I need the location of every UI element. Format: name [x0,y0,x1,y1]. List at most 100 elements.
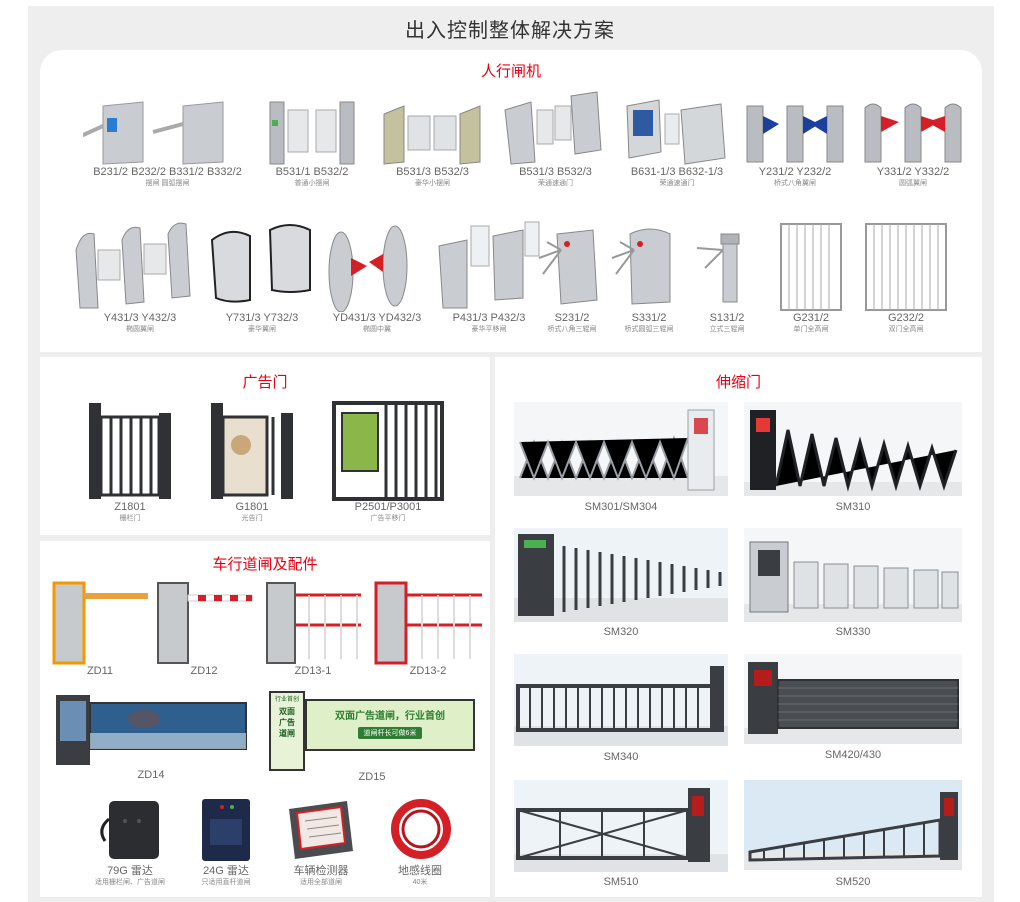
product-model: S231/2 [554,312,590,324]
product-desc: 豪华小摆闸 [415,180,450,187]
turnstile-image [75,222,191,309]
product-card: S231/2 桥式八角三辊闸 [536,220,608,334]
product-model: B531/1 B532/2 [275,166,349,178]
ad-headline: 双面广告道闸，行业首创 [335,711,445,722]
retractable-gate-image [514,402,728,496]
product-model: Y431/3 Y432/3 [103,312,177,324]
product-model: B531/3 B532/3 [519,166,592,178]
product-desc: 双门全高闸 [888,326,924,333]
turnstile-image [746,105,844,163]
product-model: ZD12 [190,665,218,677]
ad-side-panel: 行业首创 双面 广告 道闸 [269,691,305,771]
product-desc: 广告平移门 [370,515,406,522]
product-model: P2501/P3001 [354,501,422,513]
turnstile-image [780,223,842,311]
product-desc: 荣通速通门 [659,180,695,187]
ad-subline: 道闸杆长可做6米 [357,727,423,739]
gate-image [332,401,444,501]
product-card: P2501/P3001 广告平移门 [328,399,448,523]
retractable-gate-image [744,528,962,622]
ad-banner: 双面广告道闸，行业首创 道闸杆长可做6米 [305,699,475,751]
product-desc: 普通小摆闸 [294,180,330,187]
barrier-image [374,581,482,665]
product-card: ZD14 [54,693,248,782]
product-card: Y231/2 Y232/2 桥式八角翼闸 [740,96,850,188]
turnstile-image [269,101,355,165]
product-model: B531/3 B532/3 [396,166,469,178]
turnstile-image [864,103,962,163]
retractable-gate-image [514,654,728,746]
gate-model-label: SM420/430 [824,749,882,761]
radar-79g-image [100,801,159,859]
page-title: 出入控制整体解决方案 [405,20,615,42]
product-card: P431/3 P432/3 豪华平移闸 [434,220,544,334]
product-desc: 桥式圆弧三辊闸 [624,326,674,333]
product-model: B631-1/3 B632-1/3 [630,166,724,178]
vehicle-section-title: 车行道闸及配件 [212,556,318,573]
barrier-image [266,582,361,664]
accessory-model: 车辆检测器 [293,865,349,877]
product-card: ZD11 [50,579,150,678]
product-desc: 立式三辊闸 [709,326,745,333]
product-desc: 豪华翼闸 [248,326,276,333]
retractable-gate-image [744,402,962,496]
product-model: B231/2 B232/2 B331/2 B332/2 [93,166,242,178]
accessory-model: 24G 雷达 [203,865,249,877]
accessory-card: 地感线圈 40米 [380,795,460,887]
product-desc: 光告门 [241,515,263,522]
product-desc: 桥式八角三辊闸 [547,326,597,333]
accessory-model: 地感线圈 [398,865,442,877]
retractable-gate-image [514,780,728,872]
product-card: YD431/3 YD432/3 椭圆中翼 [322,220,432,334]
gate-image [211,403,293,499]
product-model: YD431/3 YD432/3 [332,312,422,324]
product-card: G231/2 单门全高闸 [770,222,852,334]
turnstile-image [865,223,947,311]
gate-model-label: SM320 [603,626,639,638]
product-model: P431/3 P432/3 [452,312,526,324]
accessory-desc: 适用全部道闸 [300,879,342,886]
accessory-desc: 适用栅栏闸、广告道闸 [95,879,165,886]
product-model: S331/2 [631,312,667,324]
retractable-gate-image [744,780,962,870]
retractable-section-title: 伸缩门 [715,374,761,391]
gate-model-label: SM330 [835,626,871,638]
turnstile-image [611,228,671,305]
ad-barrier-image: 行业首创 双面 广告 道闸 双面广告道闸，行业首创 道闸杆长可做6米 [269,691,475,771]
advert-section-title: 广告门 [242,374,288,391]
product-desc: 摆闸 圆弧摆闸 [145,180,190,187]
turnstile-image [503,91,602,165]
product-model: S131/2 [709,312,745,324]
product-card: Y331/2 Y332/2 圆弧翼闸 [858,96,968,188]
ad-side-line: 双面 [279,707,295,716]
product-desc: 桥式八角翼闸 [774,180,816,187]
ad-side-line: 广告 [279,718,295,727]
gate-model-label: SM520 [835,876,871,888]
product-card: Y731/3 Y732/3 豪华翼闸 [208,220,316,334]
product-desc: 栅栏门 [119,515,141,522]
product-model: Y731/3 Y732/3 [225,312,299,324]
product-model: ZD11 [86,665,114,677]
turnstile-image [82,101,223,165]
accessory-card: 24G 雷达 只适用直杆道闸 [184,795,268,887]
turnstile-image [328,225,408,312]
loop-coil-image [391,799,451,859]
gate-model-label: SM340 [603,751,639,763]
turnstile-image [210,224,311,303]
product-card: 行业首创 双面 广告 道闸 双面广告道闸，行业首创 道闸杆长可做6米 ZD15 [268,691,476,784]
product-card: B531/3 B532/3 荣通速通门 [498,90,613,188]
product-model: G231/2 [792,312,830,324]
product-card: B631-1/3 B632-1/3 荣通速通门 [618,96,736,188]
barrier-image [157,582,253,664]
accessory-desc: 只适用直杆道闸 [201,879,251,886]
vehicle-section: 车行道闸及配件 ZD11 ZD12 ZD13-1 [40,541,490,897]
product-model: G1801 [235,501,269,513]
turnstile-image [626,99,726,165]
ad-side-line: 道闸 [279,729,295,738]
product-model: ZD13-2 [409,665,447,677]
gate-model-label: SM301/SM304 [584,501,658,513]
product-card: ZD13-2 [370,579,486,678]
product-card: Z1801 栅栏门 [82,399,178,523]
accessory-desc: 40米 [412,879,428,886]
pedestrian-section-title: 人行闸机 [480,63,541,80]
